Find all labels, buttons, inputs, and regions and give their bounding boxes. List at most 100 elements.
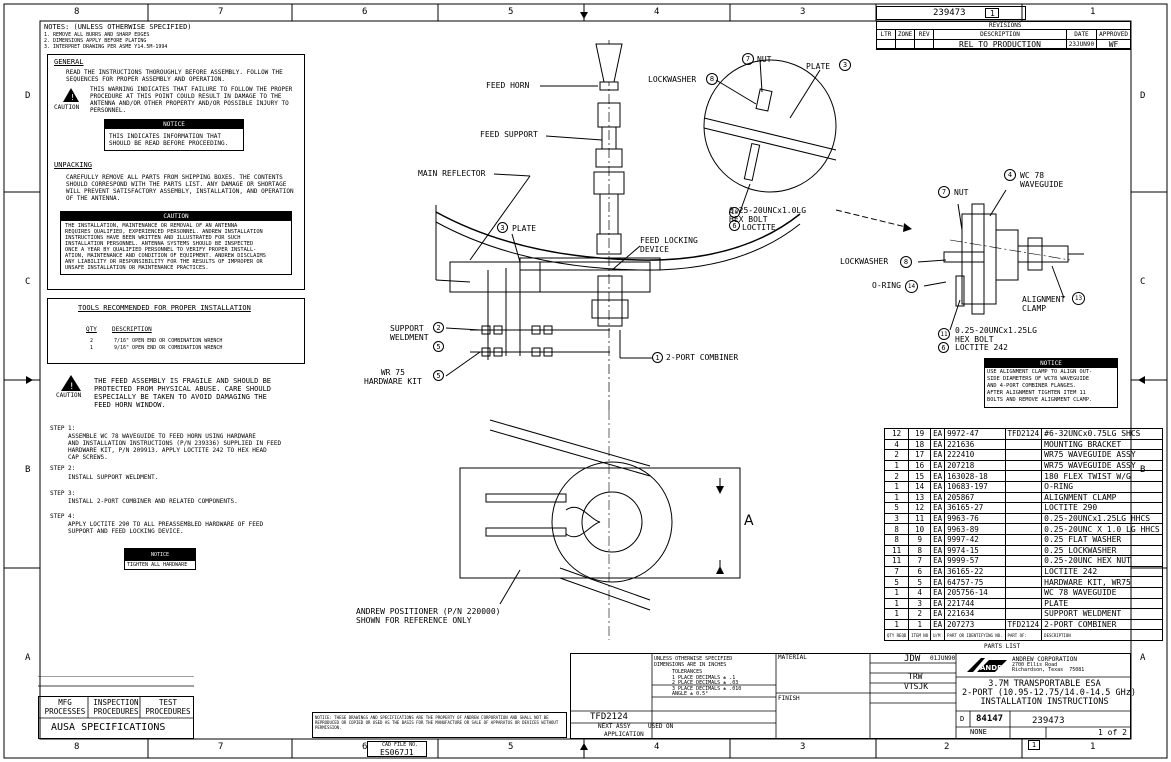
drawing-title: 3.7M TRANSPORTABLE ESA 2-PORT (10.95-12.… — [962, 679, 1136, 707]
parts-of — [1004, 544, 1043, 557]
step-label: STEP 2: — [50, 465, 76, 472]
legal-notice: NOTICE: THESE DRAWINGS AND SPECIFICATION… — [312, 712, 567, 738]
parts-number: 207218 — [944, 459, 1006, 472]
parts-qty: 11 — [883, 555, 910, 567]
step-label: STEP 3: — [50, 490, 76, 497]
tool-qty: 1 — [90, 345, 94, 351]
cad-file-number: ES067J1 — [380, 748, 414, 757]
parts-item: 7 — [908, 555, 932, 567]
parts-um: EA — [930, 512, 946, 525]
alignment-notice-text: USE ALIGNMENT CLAMP TO ALIGN OUT- SIDE D… — [987, 369, 1093, 403]
rev-header: REV — [914, 29, 935, 40]
balloon-6: 6 — [729, 220, 740, 231]
rev-header: DATE — [1065, 29, 1098, 40]
parts-of — [1004, 586, 1043, 599]
step-label: STEP 4: — [50, 513, 76, 520]
zone-label-top: 3 — [800, 7, 806, 17]
rev-header: DESCRIPTION — [933, 29, 1067, 40]
alignment-notice-bar: NOTICE — [985, 359, 1117, 368]
parts-item: 13 — [908, 491, 932, 504]
parts-qty: 8 — [883, 533, 910, 546]
fragile-text: THE FEED ASSEMBLY IS FRAGILE AND SHOULD … — [94, 377, 272, 409]
parts-item: 14 — [908, 480, 932, 493]
callout-wc78: WC 78 WAVEGUIDE — [1020, 171, 1064, 189]
balloon-7b: 7 — [938, 186, 950, 198]
tools-title: TOOLS RECOMMENDED FOR PROPER INSTALLATIO… — [78, 304, 251, 312]
caution-bar: CAUTION — [61, 212, 291, 221]
parts-um: EA — [930, 449, 946, 461]
bottom-left-block: MFG PROCESSES INSPECTION PROCEDURES TEST… — [38, 696, 194, 739]
parts-qty: 7 — [883, 565, 910, 578]
row-label: A — [1140, 653, 1146, 663]
step-text: ASSEMBLE WC 78 WAVEGUIDE TO FEED HORN US… — [68, 433, 282, 461]
general-text: READ THE INSTRUCTIONS THOROUGHLY BEFORE … — [66, 69, 283, 83]
zone-label-top: 8 — [74, 7, 80, 17]
zone-label-bottom: 6 — [362, 742, 368, 752]
callout-lockwasher-8: LOCKWASHER — [840, 257, 889, 266]
zone-label-top: 4 — [654, 7, 660, 17]
parts-number: 36165-22 — [944, 565, 1006, 578]
callout-feed-locking: FEED LOCKING DEVICE — [640, 236, 698, 254]
parts-description: WR75 WAVEGUIDE ASSY — [1041, 459, 1163, 472]
unpacking-heading: UNPACKING — [54, 161, 92, 169]
parts-number: 9999-57 — [944, 555, 1006, 567]
next-assy: TFD2124 — [590, 712, 628, 722]
cad-file-label: CAD FILE NO. — [382, 742, 419, 748]
parts-um: EA — [930, 438, 946, 451]
parts-number: 10683-197 — [944, 480, 1006, 493]
parts-qty: 1 — [883, 459, 910, 472]
parts-of — [1004, 576, 1043, 588]
parts-um: EA — [930, 586, 946, 599]
parts-description: SUPPORT WELDMENT — [1041, 608, 1163, 620]
zone-label-bottom: 8 — [74, 742, 80, 752]
row-label: C — [25, 277, 31, 287]
parts-description: #6-32UNCx0.75LG SHCS — [1041, 428, 1163, 440]
parts-of — [1004, 523, 1043, 535]
parts-description: 0.25-20UNC X 1.0 LG HHCS — [1041, 523, 1163, 535]
balloon-2: 2 — [433, 322, 444, 333]
parts-item: 5 — [908, 576, 932, 588]
callout-plate: PLATE — [512, 224, 537, 233]
torque-bar: NOTICE — [125, 549, 195, 561]
parts-um: EA — [930, 533, 946, 546]
parts-description: 0.25 LOCKWASHER — [1041, 544, 1163, 557]
zone-label-bottom: 5 — [508, 742, 514, 752]
balloon-8: 8 — [706, 73, 718, 85]
warning-text: THIS WARNING INDICATES THAT FAILURE TO F… — [90, 86, 293, 114]
parts-number: 221744 — [944, 597, 1006, 610]
balloon-5b: 5 — [433, 341, 444, 352]
tool-desc: 7/16" OPEN END OR COMBINATION WRENCH — [114, 338, 223, 344]
zone-label-bottom: 1 — [1090, 742, 1096, 752]
parts-description: PLATE — [1041, 597, 1163, 610]
material-label: MATERIAL — [778, 654, 807, 661]
parts-um: EA — [930, 459, 946, 472]
parts-of — [1004, 555, 1043, 567]
zone-label-bottom: 4 — [654, 742, 660, 752]
zone-label-top: 7 — [218, 7, 224, 17]
next-assy-label: NEXT ASSY — [598, 723, 631, 730]
alignment-notice: NOTICE USE ALIGNMENT CLAMP TO ALIGN OUT-… — [984, 358, 1118, 408]
caution-triangle-icon: ! — [61, 375, 81, 392]
svg-text:!: ! — [70, 93, 75, 102]
used-on-label: USED ON — [648, 723, 674, 730]
tools-panel: TOOLS RECOMMENDED FOR PROPER INSTALLATIO… — [47, 298, 305, 364]
parts-description: 0.25-20UNCx1.25LG HHCS — [1041, 512, 1163, 525]
view-letter: A — [744, 513, 754, 529]
parts-description: HARDWARE KIT, WR75 — [1041, 576, 1163, 588]
parts-list-caption: PARTS LIST — [984, 643, 1021, 650]
parts-number: 9974-15 — [944, 544, 1006, 557]
parts-of — [1004, 438, 1043, 451]
tolerances: TOLERANCES 1 PLACE DECIMALS ± .1 2 PLACE… — [672, 669, 742, 697]
row-label: A — [25, 653, 31, 663]
callout-hex-bolt-10: 0.25-20UNCx1.0LG HEX BOLT — [729, 206, 807, 224]
callout-align-clamp: ALIGNMENT CLAMP — [1022, 295, 1066, 313]
rev-date: 23JUN90 — [1065, 39, 1098, 50]
